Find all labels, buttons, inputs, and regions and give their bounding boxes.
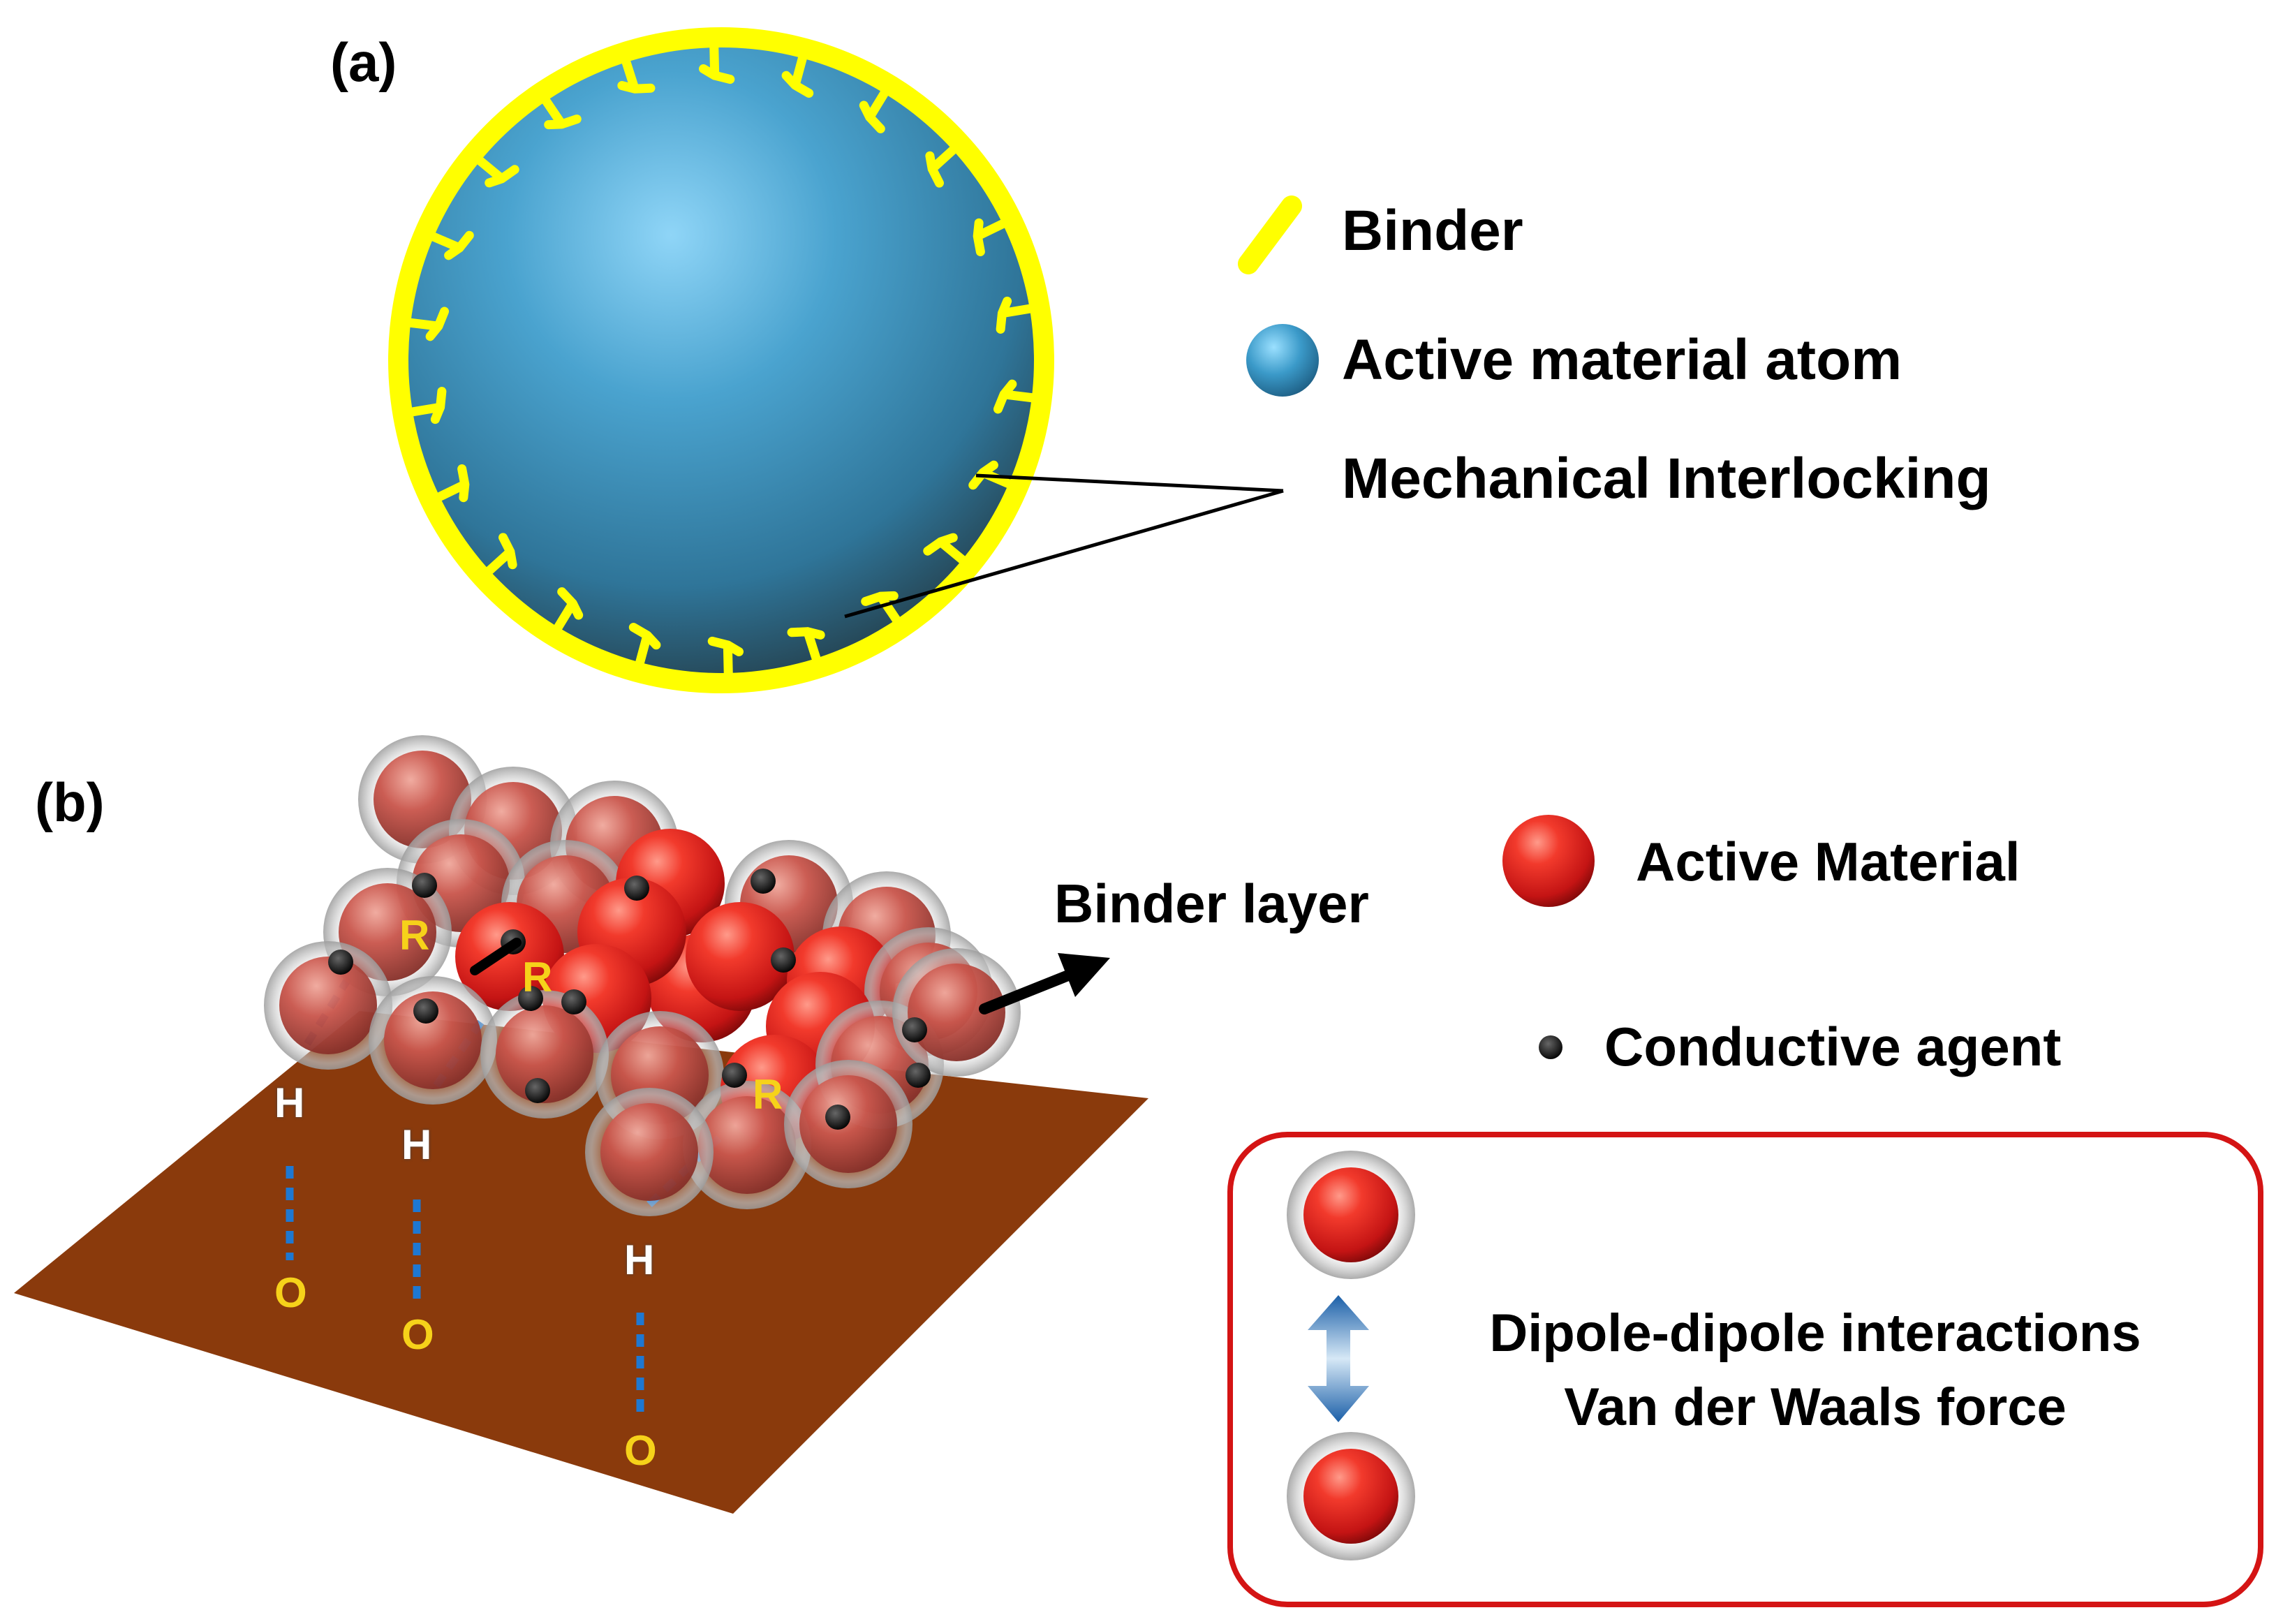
active-particle	[455, 902, 564, 1011]
interlock-hook	[403, 307, 450, 341]
r-group-label: R	[399, 912, 430, 959]
interlocking-hooks	[403, 40, 1040, 681]
coated-particle	[388, 27, 1054, 693]
active-particle	[585, 1088, 714, 1216]
binder-layer-label: Binder layer	[1054, 873, 1369, 934]
interlock-hook	[781, 51, 814, 98]
interlock-hook	[482, 533, 517, 577]
r-group-label: R	[753, 1071, 783, 1118]
binder-chain-bond	[470, 938, 522, 975]
interlock-hook	[925, 143, 960, 188]
conductive-agent-dot	[412, 873, 437, 898]
interlock-hook	[707, 636, 744, 681]
active-atom-legend-swatch	[1246, 324, 1319, 397]
van-der-waals-label: Van der Waals force	[1564, 1378, 2067, 1437]
active-atom-legend-label: Active material atom	[1342, 328, 1902, 392]
interlock-hook	[473, 154, 519, 188]
oxygen-label: O	[401, 1311, 434, 1358]
interlocking-pointer	[844, 473, 1284, 619]
interlock-hook	[617, 54, 656, 94]
interlock-hook	[973, 218, 1010, 256]
conductive-agent-dot	[328, 950, 353, 975]
interlock-hook	[552, 587, 584, 635]
oxygen-label: O	[624, 1427, 657, 1474]
r-group-label: R	[522, 954, 553, 1001]
active-particle	[892, 948, 1021, 1077]
conductive-agent-dot	[825, 1105, 850, 1130]
conductive-agent-dots	[328, 869, 931, 1130]
active-particle	[369, 976, 497, 1105]
active-particle	[480, 990, 609, 1119]
active-material-legend-label: Active Material	[1636, 831, 2020, 892]
interlock-hook	[859, 86, 891, 133]
double-headed-arrow	[1308, 1295, 1369, 1422]
hydrogen-label: H	[274, 1079, 305, 1126]
hydrogen-label: H	[401, 1121, 432, 1168]
binder-legend-label: Binder	[1342, 199, 1523, 263]
interlock-hook	[628, 622, 661, 670]
active-material-sphere	[408, 47, 1034, 673]
conductive-agent-legend-label: Conductive agent	[1604, 1016, 2062, 1077]
conductive-agent-dot	[771, 947, 796, 973]
interlock-hook	[993, 379, 1040, 414]
conductive-agent-dot	[751, 869, 776, 894]
active-particle	[686, 902, 795, 1011]
interlock-hook	[540, 94, 582, 130]
oxygen-label: O	[274, 1269, 307, 1316]
conductive-agent-dot	[518, 986, 543, 1011]
mechanical-interlocking-label: Mechanical Interlocking	[1342, 447, 1991, 510]
interlock-hook	[405, 387, 447, 425]
conductive-agent-dot	[525, 1078, 550, 1103]
dipole-interaction-label: Dipole-dipole interactions	[1489, 1304, 2141, 1363]
panel-a-tag: (a)	[330, 31, 397, 93]
active-material-legend-swatch	[1502, 815, 1595, 907]
conductive-agent-dot	[906, 1063, 931, 1088]
interaction-box	[1227, 1132, 2263, 1607]
active-particle	[683, 1081, 811, 1209]
hydrogen-label: H	[624, 1237, 655, 1283]
conductive-agent-dot	[624, 876, 649, 901]
conductive-agent-dot	[902, 1017, 927, 1042]
conductive-agent-dot	[722, 1063, 747, 1088]
interlock-hook	[787, 627, 825, 666]
electrode-particle-cluster	[264, 735, 1021, 1216]
conductive-agent-dot	[561, 989, 586, 1014]
dipole-particle-bottom	[1287, 1432, 1415, 1560]
active-particle	[264, 941, 392, 1070]
binder-layer-arrow	[979, 953, 1110, 1014]
interlock-hook	[699, 40, 735, 84]
dipole-particle-top	[1287, 1151, 1415, 1279]
conductive-agent-legend-swatch	[1539, 1035, 1562, 1059]
binder-legend-swatch	[1238, 195, 1302, 274]
interlock-hook	[996, 296, 1037, 334]
active-particle	[784, 1060, 912, 1188]
interlock-hook	[923, 533, 969, 566]
panel-b-tag: (b)	[35, 772, 105, 833]
conductive-agent-dot	[413, 998, 438, 1024]
interlock-hook	[432, 464, 470, 503]
interlock-hook	[861, 591, 903, 627]
interlock-hook	[427, 230, 474, 260]
